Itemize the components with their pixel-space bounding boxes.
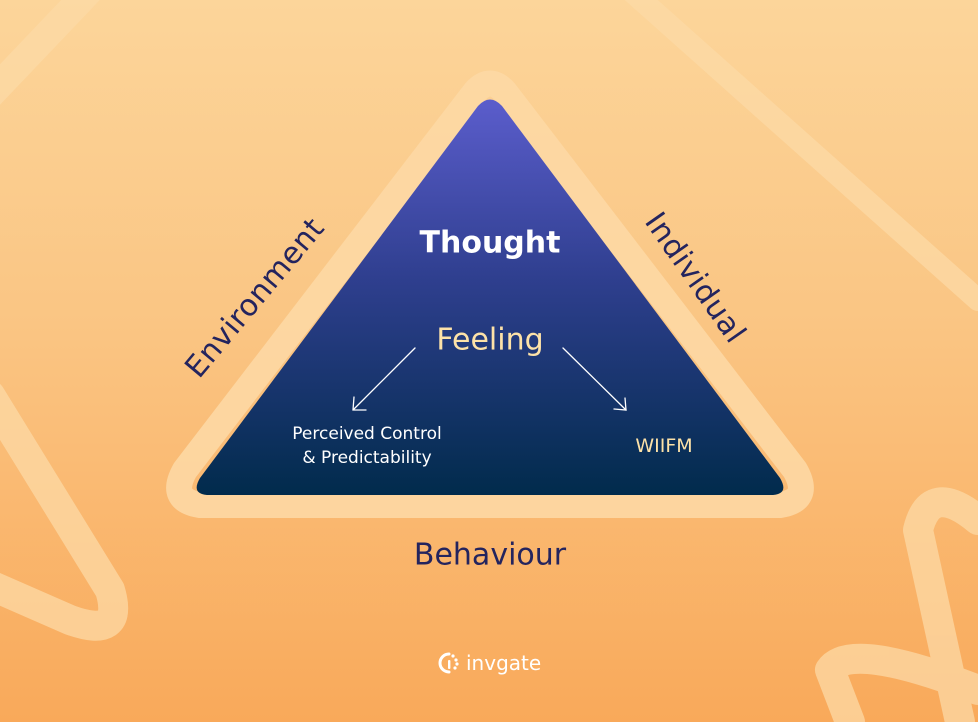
brand-name: invgate (466, 651, 542, 675)
brush-stroke-left (0, 383, 129, 641)
thought-feeling-triangle (196, 99, 784, 495)
triangle-brush-outline (166, 70, 814, 518)
outcome-label-wiifm: WIIFM (635, 435, 693, 457)
outcome-label-perceived-control: Perceived Control & Predictability (292, 422, 441, 470)
brush-stroke-top-left (0, 0, 100, 105)
apex-label-thought: Thought (419, 225, 561, 261)
arrow-to-perceived-control (352, 347, 416, 411)
brand-logo: invgate (438, 651, 541, 675)
brush-stroke-top-right (624, 0, 978, 311)
center-label-feeling: Feeling (436, 322, 544, 358)
side-label-behaviour: Behaviour (413, 537, 567, 573)
outcome-line-2: & Predictability (302, 448, 432, 468)
outcome-line-1: Perceived Control (292, 424, 442, 444)
brush-stroke-bottom-right-1 (903, 487, 978, 722)
invgate-logo-icon (438, 652, 459, 674)
brush-stroke-bottom-right-2 (815, 643, 978, 722)
arrow-to-wiifm (562, 347, 627, 411)
